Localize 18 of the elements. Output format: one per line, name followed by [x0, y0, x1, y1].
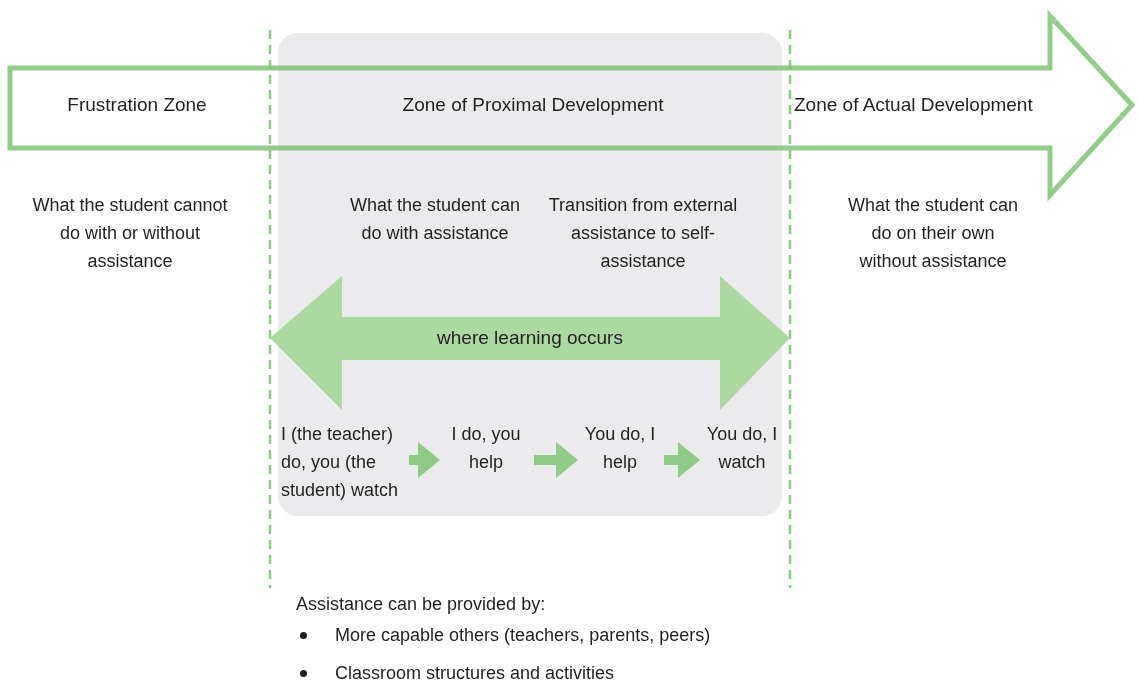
bullet-item: Classroom structures and activities [335, 662, 616, 685]
description-text: Transition from external assistance to self-assistance [547, 194, 739, 273]
arrow [664, 442, 700, 478]
arrow [534, 442, 578, 478]
arrow [409, 442, 440, 478]
step-text: You do, I help [583, 423, 657, 474]
description-text: What the student can do on their own without assistance [846, 194, 1020, 273]
zone-title: Zone of Proximal Development [401, 93, 665, 117]
arrow-label: where learning occurs [436, 326, 624, 350]
description-text: What the student cannot do with or without assistance [31, 194, 229, 273]
step-text: I do, you help [450, 423, 522, 474]
description-text: What the student can do with assistance [348, 194, 522, 245]
zone-title: Frustration Zone [66, 93, 208, 117]
step-text: I (the teacher) do, you (the student) watch [281, 423, 400, 502]
step-text: You do, I watch [705, 423, 779, 474]
zone-title: Zone of Actual Development [794, 93, 1034, 117]
description-text: Assistance can be provided by: [296, 593, 547, 616]
bullet-item: More capable others (teachers, parents, peers) [335, 624, 712, 647]
